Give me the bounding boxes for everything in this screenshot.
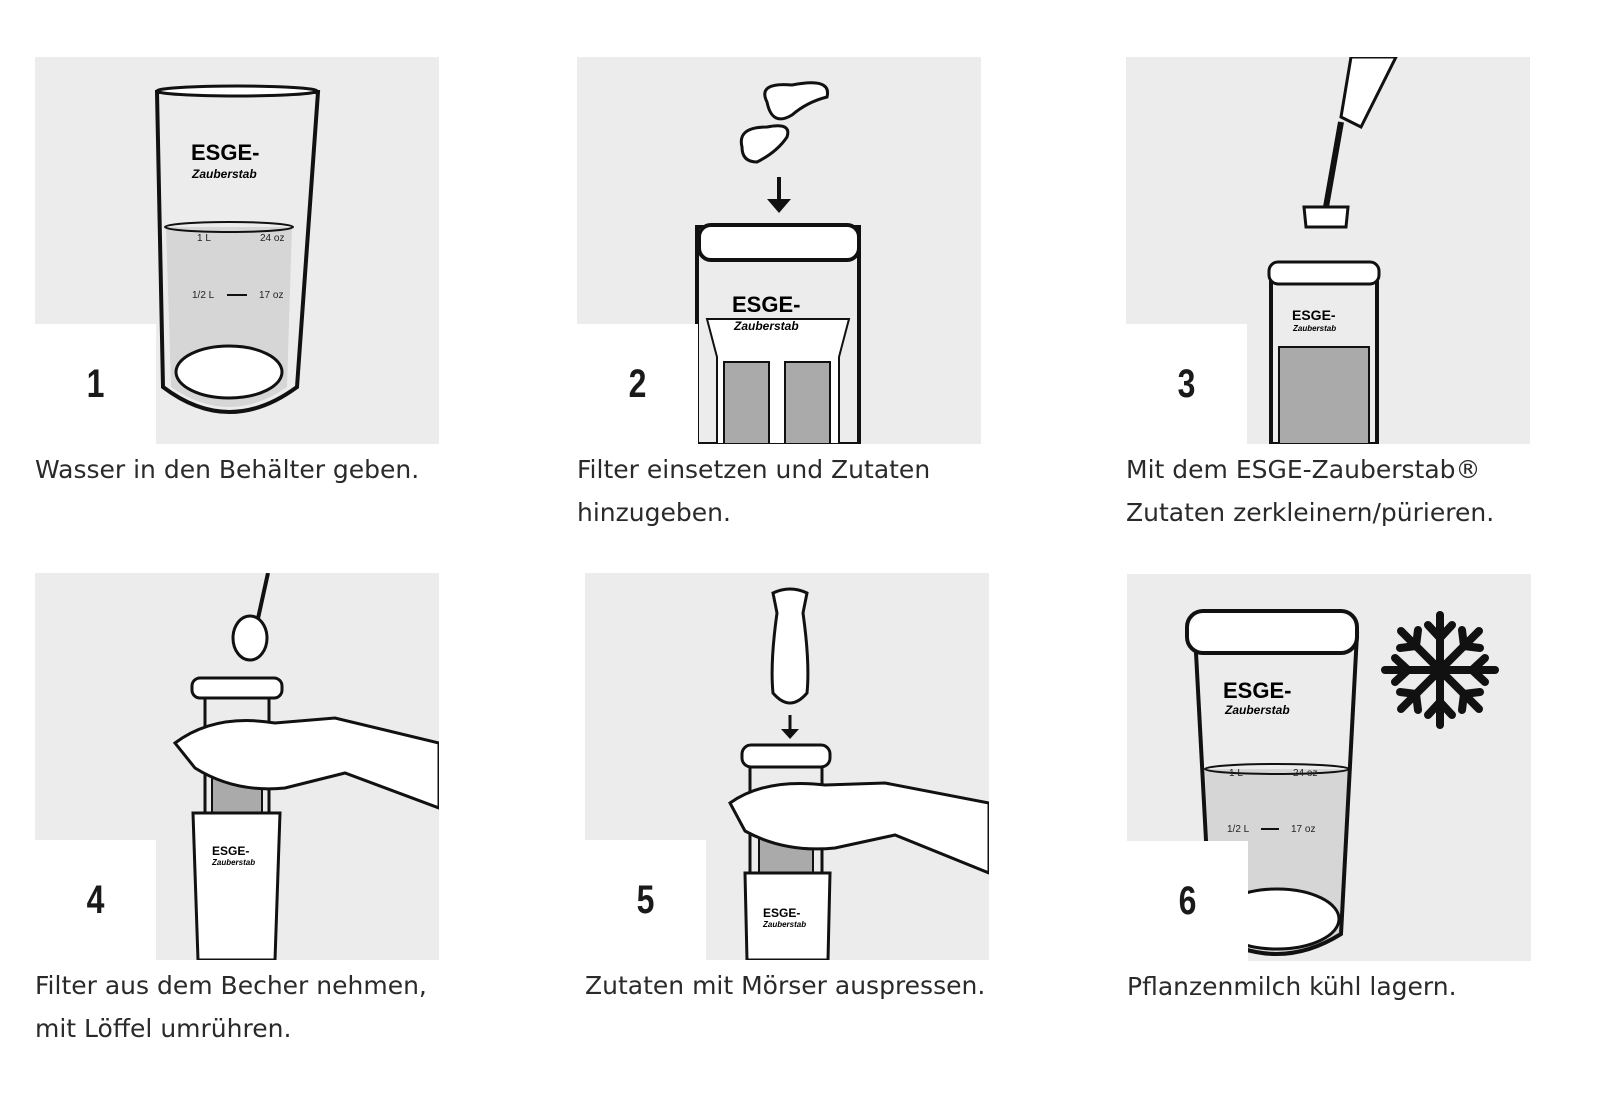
brand-logo-bottom: Zauberstab (191, 167, 257, 181)
half-liter-mark: 1/2 L (192, 290, 215, 301)
step-caption: Filter aus dem Becher nehmen, mit Löffel… (35, 971, 427, 1043)
step-caption: Pflanzenmilch kühl lagern. (1127, 972, 1457, 1001)
pestle-icon (770, 587, 810, 705)
step-4: ESGE- Zauberstab 4 Filter aus dem Becher… (35, 573, 439, 1050)
step-1-illustration: ESGE- Zauberstab 1/2 L 17 oz 1 (35, 57, 439, 444)
brand-logo-bottom: Zauberstab (1292, 324, 1336, 333)
brand-logo-top: ESGE- (212, 844, 249, 858)
half-liter-oz-mark: 17 oz (259, 290, 283, 301)
half-liter-mark: 1/2 L (1227, 824, 1250, 835)
brand-logo-top: ESGE- (732, 292, 800, 317)
brand-logo-top: ESGE- (1292, 307, 1336, 323)
step-3-illustration: ESGE- Zauberstab 3 (1126, 57, 1530, 444)
brand-logo-top: ESGE- (191, 140, 259, 165)
step-caption: Filter einsetzen und Zutaten hinzugeben. (577, 455, 931, 527)
step-3: ESGE- Zauberstab 3 Mit dem ESGE-Zauberst… (1126, 57, 1530, 534)
step-4-illustration: ESGE- Zauberstab 4 (35, 573, 439, 960)
step-number: 3 (1177, 361, 1196, 406)
step-2: ESGE- Zauberstab 2 Filter einsetzen und … (577, 57, 981, 534)
brand-logo-bottom: Zauberstab (211, 858, 255, 867)
measuring-cup-illustration: ESGE- Zauberstab 1/2 L 17 oz (154, 84, 321, 414)
brand-logo-top: ESGE- (763, 906, 800, 920)
step-number: 1 (86, 361, 105, 406)
snowflake-icon (1381, 611, 1499, 729)
step-number: 6 (1178, 878, 1197, 923)
step-5: ESGE- Zauberstab 5 Zutaten mit Mörser au… (585, 573, 989, 1007)
step-2-illustration: ESGE- Zauberstab 2 (577, 57, 981, 444)
step-6: ESGE- Zauberstab 1/2 L 17 oz 6 Pflanzenm… (1127, 574, 1531, 1008)
brand-logo-bottom: Zauberstab (733, 319, 799, 333)
brand-logo-bottom: Zauberstab (1224, 703, 1290, 717)
step-caption: Mit dem ESGE-Zauberstab® Zutaten zerklei… (1126, 455, 1495, 527)
step-number: 4 (86, 877, 105, 922)
step-caption: Wasser in den Behälter geben. (35, 455, 420, 484)
half-liter-oz-mark: 17 oz (1291, 824, 1315, 835)
hand-blender-illustration: ESGE- Zauberstab (1267, 57, 1398, 444)
step-number: 2 (628, 361, 647, 406)
pestle-pressing-illustration: ESGE- Zauberstab (728, 587, 989, 960)
filter-insert-illustration: ESGE- Zauberstab (695, 81, 861, 444)
step-5-illustration: ESGE- Zauberstab 5 (585, 573, 989, 960)
brand-logo-bottom: Zauberstab (762, 920, 806, 929)
step-6-illustration: ESGE- Zauberstab 1/2 L 17 oz 6 (1127, 574, 1531, 961)
step-caption: Zutaten mit Mörser auspressen. (585, 971, 986, 1000)
brand-logo-top: ESGE- (1223, 678, 1291, 703)
spoon-stirring-illustration: ESGE- Zauberstab (172, 573, 439, 960)
step-number: 5 (636, 877, 655, 922)
step-1: ESGE- Zauberstab 1/2 L 17 oz 1 Wasser in… (35, 57, 439, 491)
spoon-icon (231, 614, 269, 662)
